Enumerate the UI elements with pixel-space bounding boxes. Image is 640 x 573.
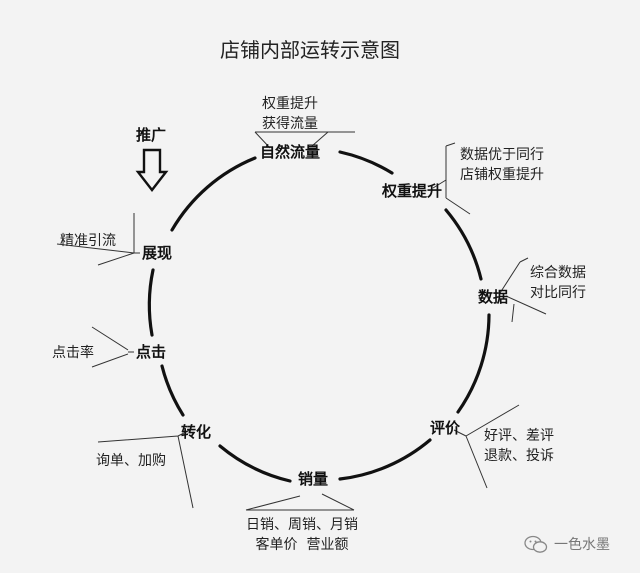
callout-show bbox=[56, 213, 140, 266]
note-convert: 询单、加购 bbox=[96, 453, 166, 469]
entry-arrow-icon bbox=[135, 148, 169, 192]
callout-lines bbox=[56, 131, 547, 511]
ring-arc-show-traffic bbox=[170, 156, 257, 232]
ring-arc-weight-data bbox=[444, 208, 483, 281]
callout-review bbox=[453, 404, 520, 489]
note-weight: 数据优于同行 店铺权重提升 bbox=[460, 147, 544, 183]
note-traffic: 权重提升 获得流量 bbox=[262, 96, 318, 132]
node-show: 展现 bbox=[142, 244, 173, 262]
watermark-text: 一色水墨 bbox=[554, 537, 610, 553]
diagram-title: 店铺内部运转示意图 bbox=[220, 38, 400, 62]
node-traffic: 自然流量 bbox=[260, 143, 321, 161]
ring-arc-convert-click bbox=[160, 364, 185, 417]
callout-click bbox=[91, 326, 134, 368]
note-sales: 日销、周销、月销 客单价 营业额 bbox=[246, 517, 358, 553]
node-click: 点击 bbox=[136, 343, 167, 361]
ring-arc-data-review bbox=[456, 313, 491, 414]
note-click: 点击率 bbox=[52, 345, 94, 361]
note-show: 精准引流 bbox=[60, 233, 116, 249]
node-review: 评价 bbox=[430, 419, 461, 437]
ring-arc-traffic-weight bbox=[338, 150, 394, 175]
note-review: 好评、差评 退款、投诉 bbox=[484, 428, 554, 464]
node-sales: 销量 bbox=[298, 470, 329, 488]
ring-arc-click-show bbox=[147, 268, 155, 337]
entry-label: 推广 bbox=[136, 126, 167, 144]
ring-arc-review-sales bbox=[338, 438, 432, 481]
callout-convert bbox=[97, 429, 194, 509]
callout-data bbox=[499, 257, 547, 323]
node-data: 数据 bbox=[478, 288, 509, 306]
wechat-icon bbox=[524, 535, 548, 553]
cycle-ring bbox=[147, 150, 491, 483]
node-convert: 转化 bbox=[181, 423, 212, 441]
node-weight: 权重提升 bbox=[382, 182, 443, 200]
callout-weight bbox=[432, 142, 471, 215]
callout-sales bbox=[245, 493, 355, 511]
callout-traffic bbox=[254, 131, 355, 149]
ring-arc-sales-convert bbox=[218, 444, 292, 483]
note-data: 综合数据 对比同行 bbox=[530, 265, 586, 301]
